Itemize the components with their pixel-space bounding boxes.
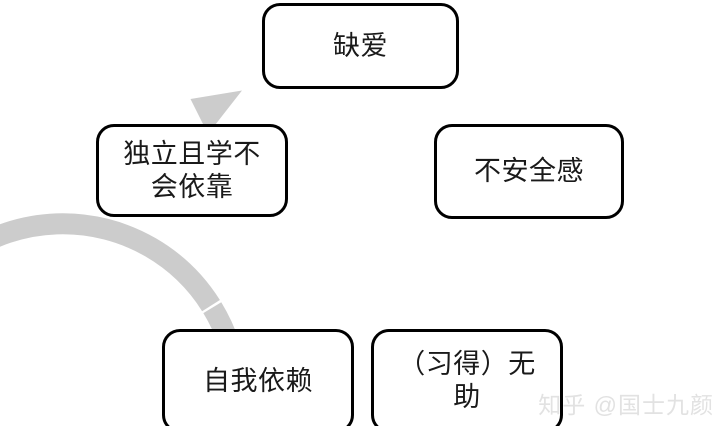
node-bottom-left: 自我依赖 [162,329,354,426]
node-bottom-right-label: （习得）无 助 [398,349,536,412]
node-right-label: 不安全感 [474,156,584,187]
node-top-label: 缺爱 [333,30,388,61]
node-bottom-left-label: 自我依赖 [203,365,313,396]
node-right: 不安全感 [434,124,624,219]
node-left-label: 独立且学不 会依靠 [123,138,261,202]
cycle-arc [0,213,249,426]
node-left: 独立且学不 会依靠 [96,124,288,217]
cycle-arrowhead [190,90,242,134]
watermark: 知乎 @国士九颜 [538,392,714,418]
node-bottom-right: （习得）无 助 [371,329,563,426]
node-top: 缺爱 [262,3,459,89]
